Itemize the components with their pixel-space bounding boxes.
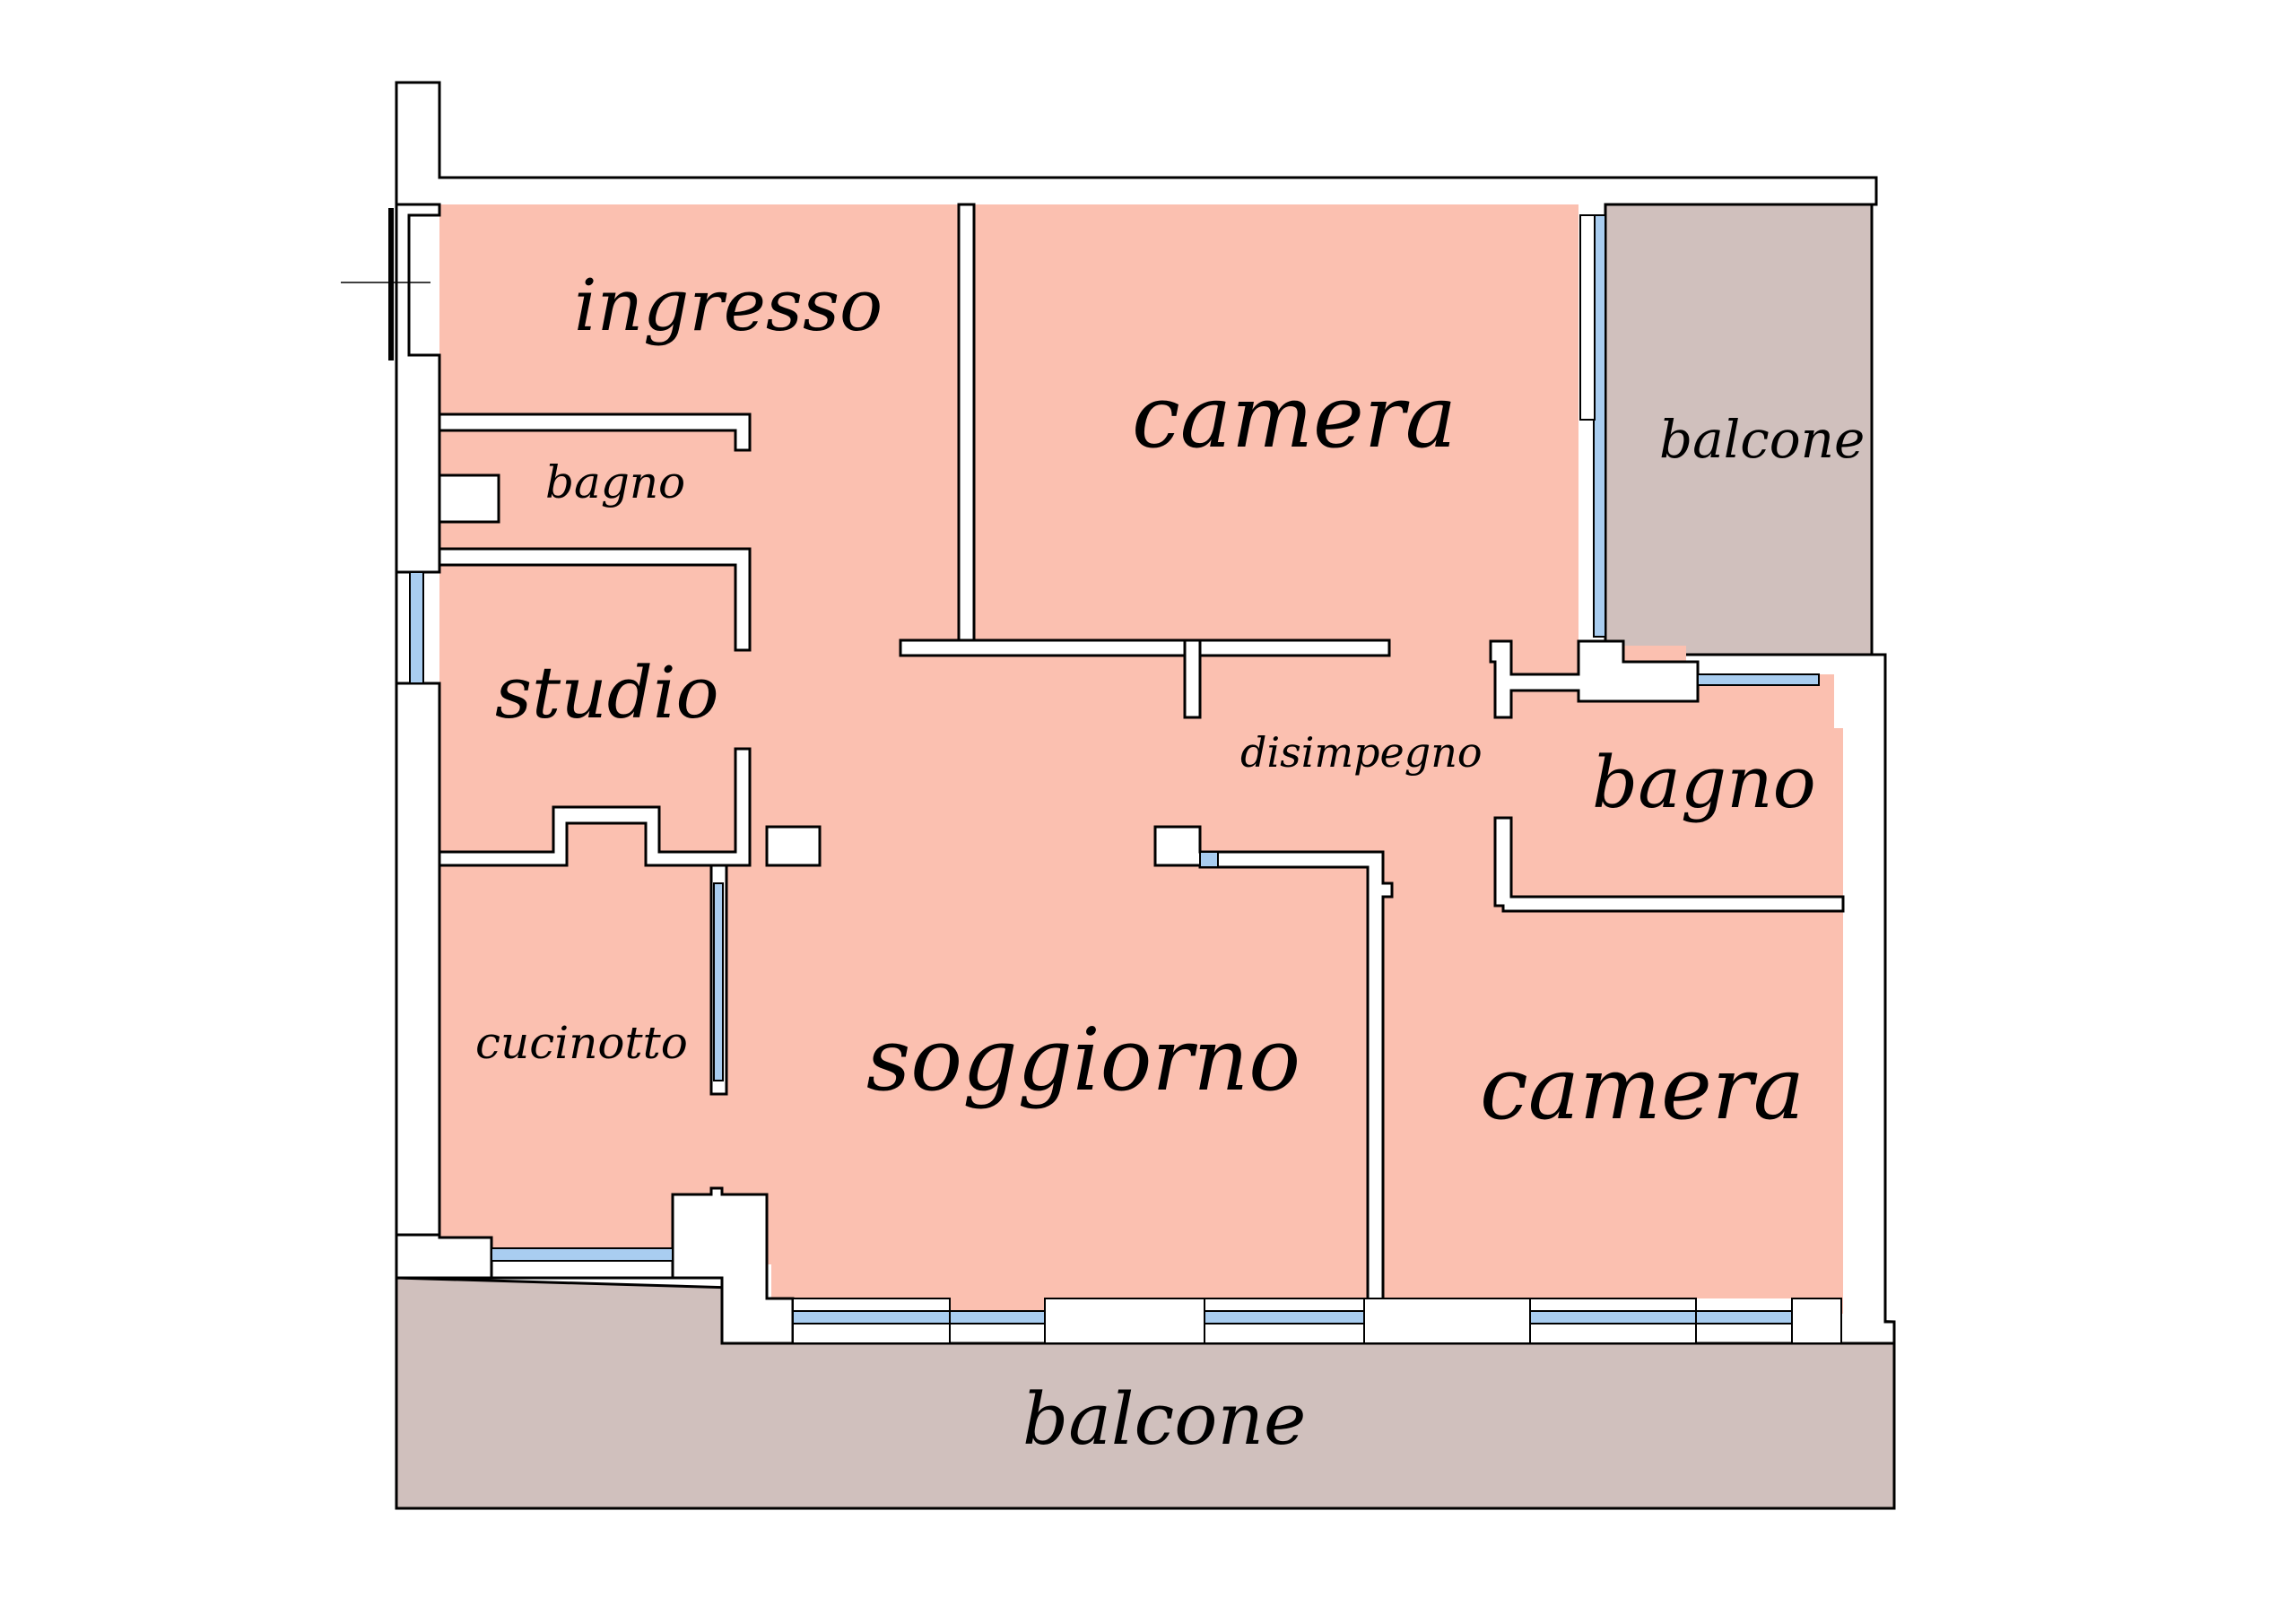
window-corner-pier (1791, 1298, 1842, 1344)
window-soggiorno-2-glass (1204, 1310, 1365, 1324)
wall-stub-disimpegno (1183, 638, 1202, 719)
interior-walls (395, 203, 1845, 1345)
wall-ingresso-camera (957, 203, 976, 644)
window-cucinotto-bottom (491, 1247, 674, 1262)
window-soggiorno-1-glass (792, 1310, 951, 1324)
label-soggiorno: soggiorno (866, 1010, 1300, 1110)
floor-main (439, 204, 1843, 1314)
wall-studio-bottom (438, 747, 752, 867)
window-balcony-vertical (1593, 214, 1606, 638)
pillar-soggiorno (765, 825, 822, 867)
label-bagno-top: bagno (545, 456, 685, 508)
label-cucinotto: cucinotto (475, 1017, 688, 1069)
label-studio: studio (495, 651, 719, 734)
windows (409, 214, 1842, 1344)
label-ingresso: ingresso (574, 264, 883, 347)
balcony-top-right (1604, 203, 1874, 676)
wall-camera-top-bottom (899, 638, 1391, 657)
label-disimpegno: disimpegno (1240, 728, 1483, 777)
label-camera-top: camera (1132, 367, 1457, 467)
window-camera-pier (1363, 1298, 1531, 1344)
window-studio-left (409, 571, 424, 684)
window-soggiorno-pier (1044, 1298, 1205, 1344)
label-bagno-right: bagno (1592, 741, 1816, 824)
window-bagno-right (1697, 673, 1820, 686)
interior-floor (439, 204, 1843, 1314)
wall-bagno-right-top (1489, 639, 1700, 719)
label-balcone-bottom: balcone (1022, 1377, 1306, 1461)
window-cucinotto-partition (713, 882, 724, 1081)
window-balcony-frame (1579, 214, 1596, 421)
pillar-bottom-left (671, 1186, 795, 1345)
wall-bagno-niche (438, 473, 500, 524)
room-labels: ingresso bagno studio cucinotto soggiorn… (475, 264, 1865, 1461)
label-camera-bottom: camera (1480, 1038, 1805, 1139)
wall-bottom-left-corner (395, 1233, 493, 1280)
wall-left-lower (395, 682, 441, 1237)
label-balcone-top: balcone (1659, 409, 1865, 470)
window-camera-gap (1695, 1310, 1793, 1324)
entrance-door (341, 208, 430, 360)
window-camera-glass (1529, 1310, 1697, 1324)
wall-bagno-right-bottom (1493, 816, 1845, 913)
window-glass-bagno-pillar (1199, 851, 1219, 868)
window-soggiorno-gap (949, 1310, 1046, 1324)
